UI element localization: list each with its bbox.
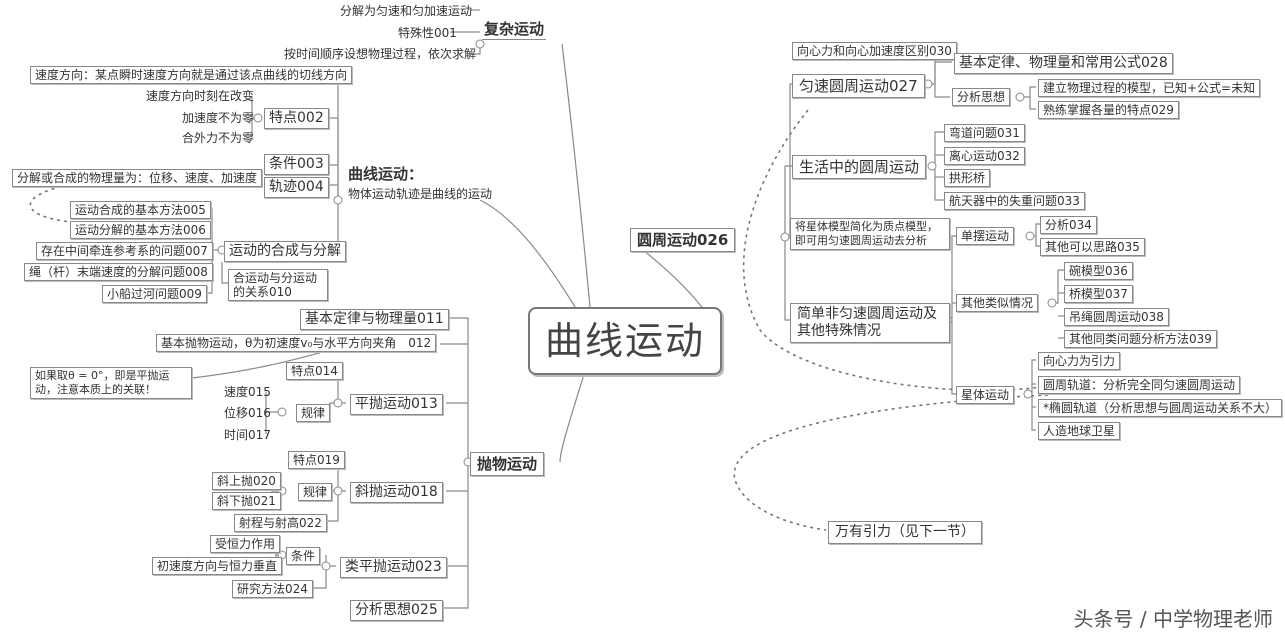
uniform-thinking-2[interactable]: 熟练掌握各量的特点029: [1038, 101, 1179, 119]
circular-motion-topic[interactable]: 圆周运动026: [630, 228, 736, 252]
star-motion-node[interactable]: 星体运动: [956, 386, 1015, 404]
curve-motion-definition: 物体运动轨迹是曲线的运动: [348, 187, 493, 201]
horizontal-rule-node[interactable]: 规律: [296, 404, 331, 422]
horizontal-time: 时间017: [224, 428, 271, 442]
uniform-thinking-node[interactable]: 分析思想: [952, 88, 1011, 106]
point-mass-note: 将星体模型简化为质点模型，即可用匀速圆周运动去分析: [790, 218, 950, 250]
pendulum-node[interactable]: 单摆运动: [956, 227, 1015, 245]
quasi-condition-node[interactable]: 条件: [286, 547, 321, 565]
life-centrifugal[interactable]: 离心运动032: [944, 147, 1025, 165]
curve-feature-node[interactable]: 特点002: [264, 108, 329, 129]
complex-child-2: 特殊性001: [398, 26, 457, 40]
method-006[interactable]: 运动分解的基本方法006: [70, 221, 211, 239]
complex-child-3: 按时间顺序设想物理过程，依次求解: [284, 47, 477, 61]
rope-circular[interactable]: 吊绳圆周运动038: [1064, 308, 1169, 326]
star-elliptical-orbit[interactable]: *椭圆轨道（分析思想与圆周运动关系不大）: [1038, 399, 1283, 417]
horizontal-projectile-node[interactable]: 平抛运动013: [350, 394, 443, 415]
method-009[interactable]: 小船过河问题009: [102, 285, 207, 303]
horizontal-displacement: 位移016: [224, 406, 271, 420]
quasi-method-node[interactable]: 研究方法024: [232, 580, 313, 598]
method-005[interactable]: 运动合成的基本方法005: [70, 201, 211, 219]
composition-decomposition-node[interactable]: 运动的合成与分解: [224, 241, 346, 262]
method-007[interactable]: 存在中间牵连参考系的问题007: [36, 242, 213, 260]
oblique-projectile-node[interactable]: 斜抛运动018: [350, 482, 443, 503]
oblique-downward[interactable]: 斜下抛021: [212, 492, 281, 510]
oblique-upward[interactable]: 斜上抛020: [212, 472, 281, 490]
projectile-angle-node[interactable]: 基本抛物运动，θ为初速度v₀与水平方向夹角 012: [156, 334, 437, 352]
life-weightlessness[interactable]: 航天器中的失重问题033: [944, 192, 1085, 210]
central-topic[interactable]: 曲线运动: [528, 307, 722, 375]
method-008[interactable]: 绳（杆）末端速度的分解问题008: [24, 263, 213, 281]
oblique-feature-node[interactable]: 特点019: [288, 451, 345, 469]
pendulum-analysis[interactable]: 分析034: [1040, 216, 1097, 234]
star-circular-orbit[interactable]: 圆周轨道：分析完全同匀速圆周运动: [1038, 376, 1241, 394]
horizontal-velocity: 速度015: [224, 385, 271, 399]
watermark: 头条号 / 中学物理老师: [1073, 607, 1273, 631]
horizontal-feature-node[interactable]: 特点014: [286, 362, 343, 380]
curve-condition-node[interactable]: 条件003: [264, 154, 329, 175]
theta-zero-note: 如果取θ = 0°，即是平抛运动，注意本质上的关联！: [30, 367, 192, 399]
nonuniform-circular-node[interactable]: 简单非匀速圆周运动及其他特殊情况: [790, 303, 950, 343]
life-curve-problem[interactable]: 弯道问题031: [944, 124, 1025, 142]
quasi-condition-2[interactable]: 初速度方向与恒力垂直: [152, 557, 283, 575]
life-arch-bridge[interactable]: 拱形桥: [944, 169, 991, 187]
life-circular-node[interactable]: 生活中的圆周运动: [792, 155, 927, 179]
projectile-law-node[interactable]: 基本定律与物理量011: [300, 309, 449, 330]
speed-direction-note: 速度方向：某点瞬时速度方向就是通过该点曲线的切线方向: [30, 66, 353, 84]
quasi-projectile-node[interactable]: 类平抛运动023: [340, 557, 447, 578]
pendulum-other[interactable]: 其他可以思路035: [1040, 238, 1145, 256]
gravitation-next-section[interactable]: 万有引力（见下一节）: [828, 521, 982, 544]
bowl-model[interactable]: 碗模型036: [1064, 262, 1133, 280]
projectile-motion-topic[interactable]: 抛物运动: [470, 452, 545, 476]
decompose-quantities-note: 分解或合成的物理量为：位移、速度、加速度: [12, 169, 263, 187]
star-centripetal-gravity[interactable]: 向心力为引力: [1038, 352, 1121, 370]
uniform-thinking-1[interactable]: 建立物理过程的模型，已知+公式=未知: [1038, 79, 1261, 97]
uniform-circular-node[interactable]: 匀速圆周运动027: [792, 74, 925, 98]
oblique-rule-node[interactable]: 规律: [298, 483, 333, 501]
centripetal-difference-node[interactable]: 向心力和向心加速度区别030: [792, 42, 957, 60]
complex-child-1: 分解为匀速和匀加速运动: [340, 4, 473, 18]
method-010[interactable]: 合运动与分运动的关系010: [228, 269, 328, 301]
oblique-range-height[interactable]: 射程与射高022: [234, 514, 327, 532]
bridge-model[interactable]: 桥模型037: [1064, 285, 1133, 303]
curve-motion-topic[interactable]: 曲线运动：: [348, 165, 424, 183]
uniform-law-node[interactable]: 基本定律、物理量和常用公式028: [954, 53, 1173, 74]
feature-2: 加速度不为零: [182, 111, 255, 125]
projectile-analysis-node[interactable]: 分析思想025: [350, 600, 443, 621]
feature-3: 合外力不为零: [182, 131, 255, 145]
similar-cases-node[interactable]: 其他类似情况: [956, 294, 1039, 312]
quasi-condition-1[interactable]: 受恒力作用: [210, 535, 281, 553]
similar-method[interactable]: 其他同类问题分析方法039: [1064, 330, 1217, 348]
complex-motion-topic[interactable]: 复杂运动: [482, 20, 547, 40]
artificial-satellite[interactable]: 人造地球卫星: [1038, 422, 1121, 440]
feature-1: 速度方向时刻在改变: [146, 89, 255, 103]
curve-trajectory-node[interactable]: 轨迹004: [264, 177, 329, 198]
